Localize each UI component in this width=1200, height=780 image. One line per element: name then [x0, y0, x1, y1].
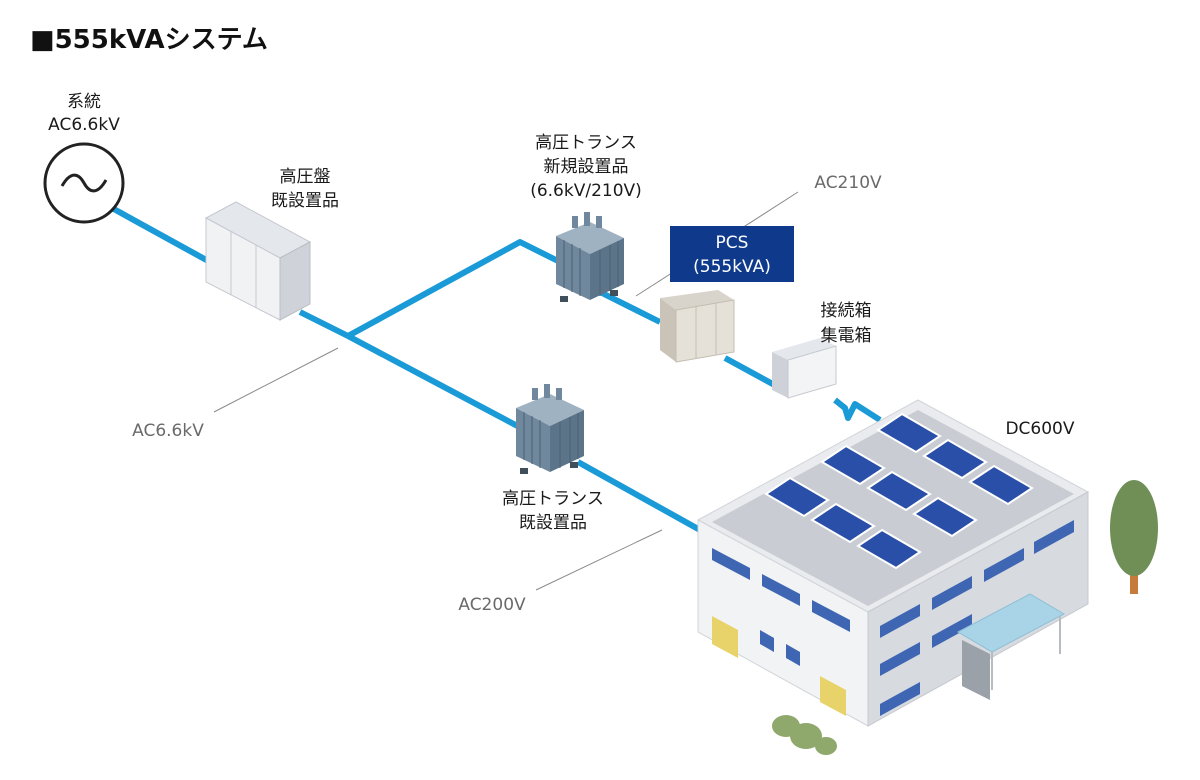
pcs-label-box: [670, 226, 794, 282]
hv-panel-label-2: 既設置品: [271, 191, 339, 211]
hv-panel-label-1: 高圧盤: [280, 167, 331, 187]
existing-transformer-label-2: 既設置品: [519, 513, 587, 533]
existing-transformer-label-1: 高圧トランス: [502, 489, 604, 509]
ac66-label: AC6.6kV: [132, 421, 204, 441]
tree: [1110, 480, 1158, 594]
junction-box-label-2: 集電箱: [821, 326, 872, 346]
pcs-label-2: (555kVA): [693, 257, 771, 277]
hv-panel-cabinet: 高圧盤 既設置品: [204, 167, 339, 321]
grid-label-1: 系統: [67, 92, 101, 112]
pcs-label-1: PCS: [716, 233, 749, 253]
solar-panel: [876, 412, 942, 454]
wire-existing-transformer-to-building: [576, 459, 702, 533]
dc600-label: DC600V: [1005, 419, 1074, 439]
bushes: [772, 715, 837, 755]
solar-panel: [820, 444, 886, 486]
pcs-unit: PCS (555kVA): [660, 226, 794, 363]
existing-transformer: 高圧トランス 既設置品: [502, 384, 604, 533]
wire-grid-to-panel: [110, 205, 212, 265]
junction-box-label-1: 接続箱: [821, 301, 872, 321]
solar-panel: [866, 470, 932, 512]
solar-panel: [922, 438, 988, 480]
wire-junction-to-roof: [833, 397, 882, 423]
solar-panel: [856, 528, 922, 570]
leader-ac200: [535, 529, 663, 591]
factory-building: [696, 399, 1090, 727]
wire-panel-to-junction: [298, 309, 350, 339]
leader-ac66: [213, 347, 339, 413]
new-transformer-label-2: 新規設置品: [544, 157, 629, 177]
wire-new-transformer-to-pcs: [598, 289, 662, 325]
wiring: [110, 205, 882, 533]
wire-pcs-to-junction: [723, 355, 782, 391]
wire-to-new-transformer: [346, 239, 562, 339]
new-transformer: 高圧トランス 新規設置品 (6.6kV/210V): [530, 133, 642, 302]
junction-box: 接続箱 集電箱: [772, 301, 872, 399]
solar-panel: [968, 464, 1034, 506]
page-title: ■555kVAシステム: [30, 25, 268, 55]
wire-to-existing-transformer: [346, 333, 527, 433]
ac210-label: AC210V: [814, 173, 882, 193]
solar-panel: [912, 496, 978, 538]
grid-source: 系統 AC6.6kV: [43, 92, 125, 224]
new-transformer-label-1: 高圧トランス: [535, 133, 637, 153]
solar-panel: [764, 476, 830, 518]
grid-label-2: AC6.6kV: [48, 115, 120, 135]
solar-panel: [810, 502, 876, 544]
sine-wave-icon: [60, 173, 108, 193]
solar-array: DC600V: [764, 412, 1075, 570]
ac200-label: AC200V: [458, 595, 526, 615]
new-transformer-label-3: (6.6kV/210V): [530, 181, 642, 201]
